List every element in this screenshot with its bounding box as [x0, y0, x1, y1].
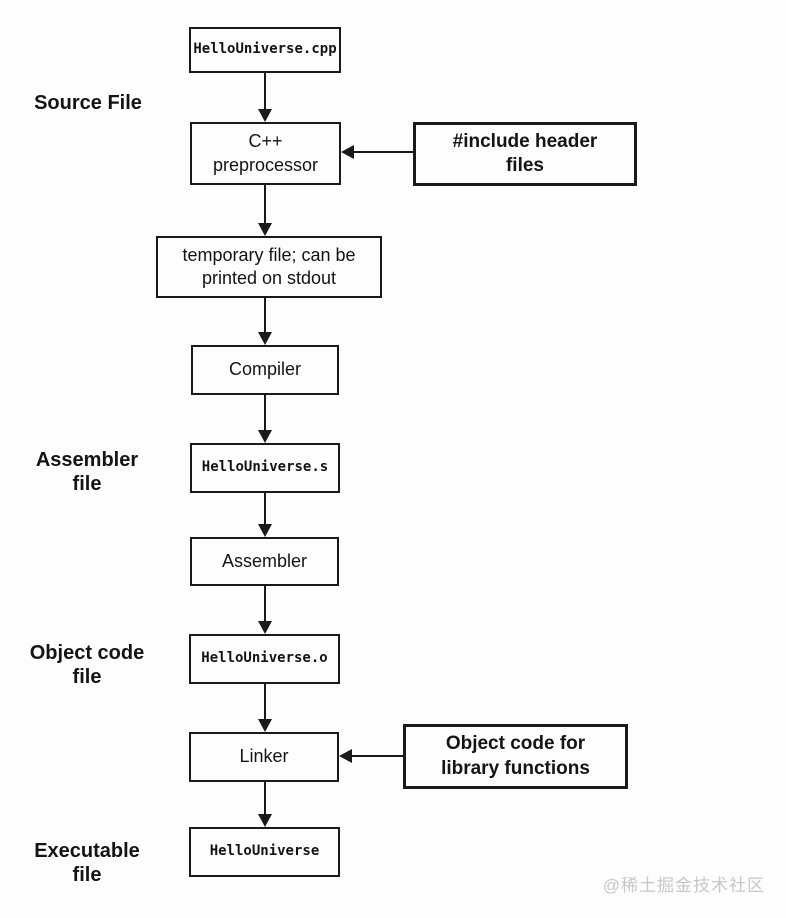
arrowhead-left-icon: [341, 145, 354, 159]
node-preprocessor-box: C++ preprocessor: [190, 122, 341, 185]
node-object-file-box: HelloUniverse.o: [189, 634, 340, 684]
arrow-assemblerfile-to-assembler: [258, 493, 272, 537]
arrowhead-down-icon: [258, 719, 272, 732]
arrowhead-down-icon: [258, 109, 272, 122]
arrowhead-down-icon: [258, 332, 272, 345]
arrow-includes-to-preprocessor: [341, 145, 413, 159]
arrow-preprocessor-to-tempfile: [258, 185, 272, 236]
arrow-tempfile-to-compiler: [258, 298, 272, 345]
arrowhead-down-icon: [258, 524, 272, 537]
label-object-code-file: Object code file: [29, 642, 145, 688]
node-compiler-box: Compiler: [191, 345, 339, 395]
label-assembler-file: Assembler file: [35, 449, 139, 495]
node-assembler-file-box: HelloUniverse.s: [190, 443, 340, 493]
arrowhead-down-icon: [258, 814, 272, 827]
label-executable-file: Executable file: [34, 840, 140, 886]
arrowhead-down-icon: [258, 430, 272, 443]
node-library-objects-box: Object code for library functions: [403, 724, 628, 789]
arrow-assembler-to-objectfile: [258, 586, 272, 634]
label-source-file: Source File: [34, 92, 142, 114]
arrow-source-to-preprocessor: [258, 73, 272, 122]
arrowhead-down-icon: [258, 223, 272, 236]
arrowhead-down-icon: [258, 621, 272, 634]
node-include-headers-box: #include header files: [413, 122, 637, 186]
arrow-compiler-to-assemblerfile: [258, 395, 272, 443]
node-source-file-box: HelloUniverse.cpp: [189, 27, 341, 73]
node-executable-box: HelloUniverse: [189, 827, 340, 877]
arrow-objectfile-to-linker: [258, 684, 272, 732]
node-assembler-box: Assembler: [190, 537, 339, 586]
arrow-library-to-linker: [339, 749, 403, 763]
arrowhead-left-icon: [339, 749, 352, 763]
node-linker-box: Linker: [189, 732, 339, 782]
arrow-linker-to-executable: [258, 782, 272, 827]
watermark-text: @稀土掘金技术社区: [602, 876, 765, 895]
node-temp-file-box: temporary file; can be printed on stdout: [156, 236, 382, 298]
